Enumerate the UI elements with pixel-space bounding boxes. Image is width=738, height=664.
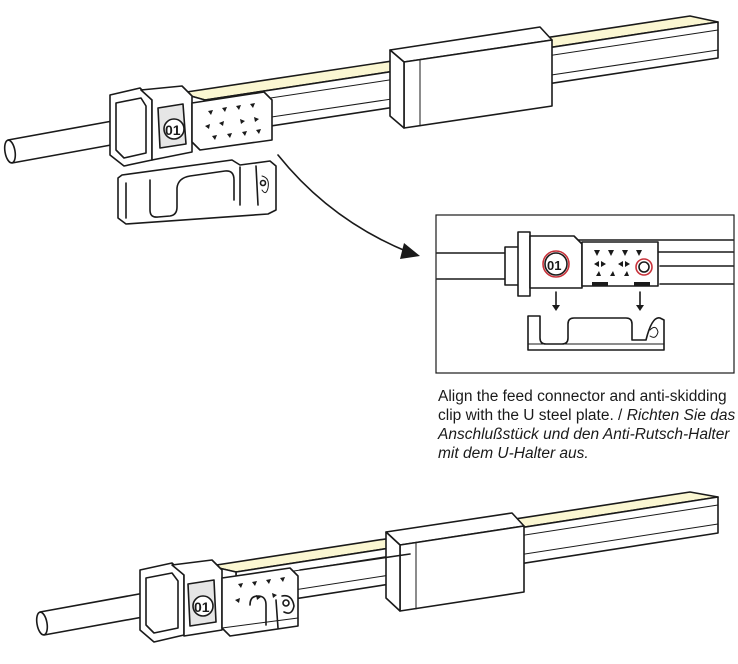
inset-clip-highlight	[635, 258, 653, 276]
bottom-profile-joiner	[385, 512, 525, 612]
bottom-power-cable	[35, 591, 155, 636]
top-anti-skid-clip	[191, 91, 273, 151]
top-profile-joiner	[389, 26, 553, 129]
top-u-steel-plate	[117, 159, 277, 225]
top-assembly: 01	[3, 15, 719, 259]
bottom-assembly: 01	[35, 491, 719, 643]
inset-anti-skid-clip	[581, 241, 659, 287]
bottom-connector-label: 01	[194, 599, 210, 615]
inset-u-steel-plate	[527, 315, 665, 351]
top-connector-label: 01	[165, 122, 181, 138]
top-power-cable	[3, 119, 123, 164]
inset-connector-highlight	[542, 250, 570, 278]
inset-alignment-arrows	[552, 291, 644, 311]
caption-german: Richten Sie das Anschlußstück und den An…	[438, 407, 736, 462]
inset-connector-label: 01	[547, 258, 561, 273]
caption-english: Align the feed connector and anti-skiddi…	[438, 388, 727, 424]
bottom-clip-in-u-plate	[221, 553, 411, 637]
inset-feed-connector: 01	[517, 231, 583, 297]
callout-arrow	[277, 154, 420, 259]
instruction-caption: Align the feed connector and anti-skiddi…	[438, 387, 736, 463]
top-clip-teeth	[205, 103, 261, 140]
bottom-feed-connector: 01	[139, 559, 223, 643]
top-feed-connector: 01	[109, 85, 193, 167]
detail-inset: 01	[435, 214, 735, 374]
